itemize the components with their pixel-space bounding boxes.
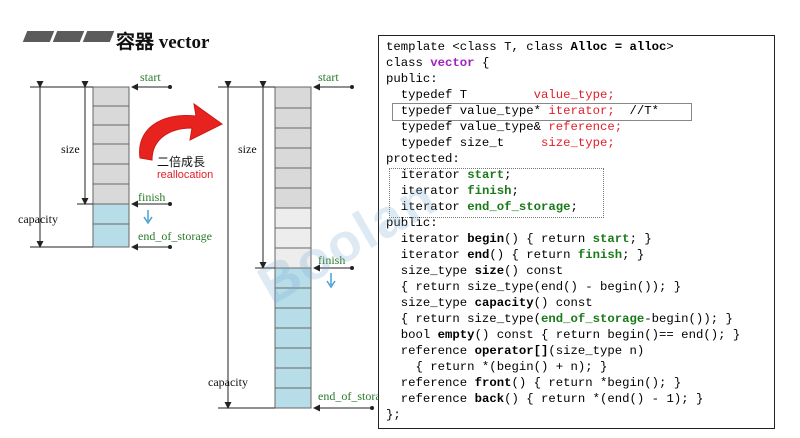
left-cell-free	[92, 203, 130, 225]
down-arrow-icon	[326, 273, 336, 289]
left-cell	[92, 183, 130, 205]
code-line: iterator end() { return finish; }	[386, 248, 645, 262]
right-cell-free	[274, 367, 312, 389]
growth-en-label: reallocation	[157, 169, 213, 181]
code-line: iterator start;	[386, 168, 512, 182]
left-vector: start finish end_of_storage size capacit…	[18, 70, 212, 251]
right-cell	[274, 207, 312, 229]
red-curved-arrow-icon	[139, 102, 223, 161]
right-cell	[274, 147, 312, 169]
code-panel: template <class T, class Alloc = alloc> …	[378, 35, 775, 429]
code-line: public:	[386, 216, 438, 230]
code-line: class vector {	[386, 56, 490, 70]
left-cell	[92, 86, 130, 107]
code-line: reference operator[](size_type n)	[386, 344, 645, 358]
iterator-typedef-highlight	[392, 103, 692, 121]
left-cell	[92, 163, 130, 185]
right-cell-free	[274, 327, 312, 349]
right-cell	[274, 187, 312, 209]
right-cell	[274, 127, 312, 149]
right-cell	[274, 107, 312, 129]
code-line: { return size_type(end_of_storage-begin(…	[386, 312, 733, 326]
left-cell	[92, 143, 130, 165]
right-cell-free	[274, 347, 312, 369]
code-line: typedef T value_type;	[386, 88, 615, 102]
end-of-storage-label: end_of_storage	[138, 229, 212, 243]
start-label: start	[140, 70, 161, 84]
right-cell-free	[274, 307, 312, 329]
finish-label: finish	[318, 253, 345, 267]
right-cell	[274, 86, 312, 109]
right-cell-free	[274, 267, 312, 289]
code-line: reference back() { return *(end() - 1); …	[386, 392, 704, 406]
code-line: size_type capacity() const	[386, 296, 593, 310]
code-line: size_type size() const	[386, 264, 564, 278]
size-label: size	[61, 142, 80, 156]
code-line: typedef size_t size_type;	[386, 136, 615, 150]
code-line: { return size_type(end() - begin()); }	[386, 280, 682, 294]
capacity-label: capacity	[208, 375, 248, 389]
code-line: typedef value_type& reference;	[386, 120, 623, 134]
code-line: template <class T, class Alloc = alloc>	[386, 40, 674, 54]
page-title: 容器 vector	[116, 32, 210, 53]
right-cell	[274, 247, 312, 269]
start-label: start	[318, 70, 339, 84]
right-cell-free	[274, 387, 312, 409]
protected-members-highlight	[389, 168, 604, 218]
growth-cn-label: 二倍成長	[157, 154, 205, 169]
capacity-label: capacity	[18, 212, 58, 226]
growth-arrow: 二倍成長 reallocation	[139, 102, 223, 181]
code-line: public:	[386, 72, 438, 86]
end-of-storage-label: end_of_storage	[318, 389, 392, 403]
code-line: reference front() { return *begin(); }	[386, 376, 682, 390]
down-arrow-icon	[143, 210, 153, 225]
code-line: bool empty() const { return begin()== en…	[386, 328, 741, 342]
right-cell	[274, 167, 312, 189]
code-line: { return *(begin() + n); }	[386, 360, 608, 374]
size-label: size	[238, 142, 257, 156]
finish-label: finish	[138, 190, 165, 204]
right-cell	[274, 227, 312, 249]
code-line: };	[386, 408, 401, 422]
code-line: iterator finish;	[386, 184, 519, 198]
code-line: iterator end_of_storage;	[386, 200, 578, 214]
right-cell-free	[274, 287, 312, 309]
code-line: iterator begin() { return start; }	[386, 232, 652, 246]
code-line: protected:	[386, 152, 460, 166]
right-vector: start finish end_of_storage size capacit…	[208, 70, 392, 412]
left-cell-free	[92, 223, 130, 248]
left-cell	[92, 105, 130, 126]
left-cell	[92, 124, 130, 145]
code-line: typedef value_type* iterator; //T*	[386, 104, 660, 118]
